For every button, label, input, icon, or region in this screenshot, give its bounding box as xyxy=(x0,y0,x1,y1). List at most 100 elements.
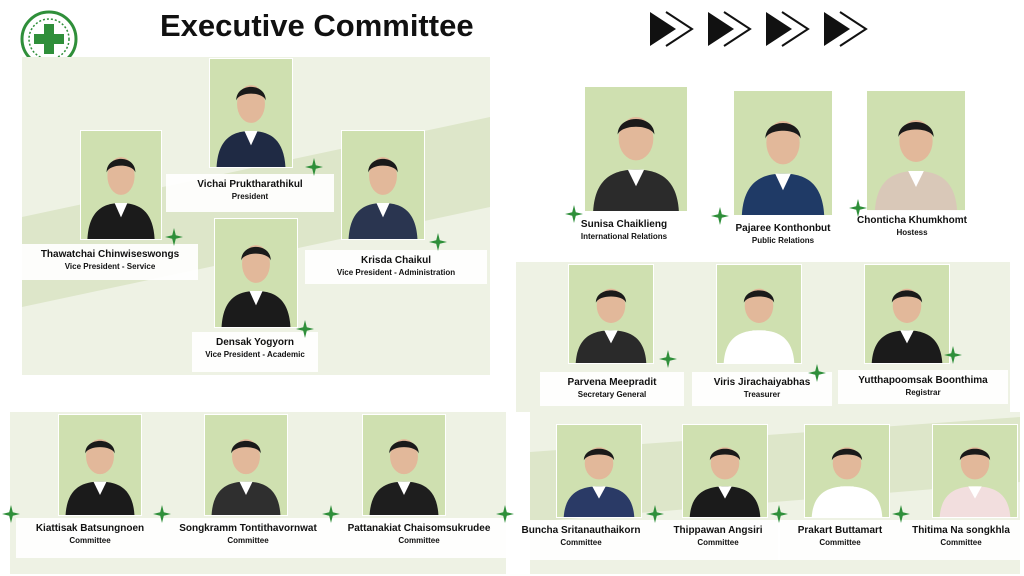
member-photo xyxy=(733,90,833,216)
member-photo xyxy=(932,424,1018,518)
member-photo xyxy=(341,130,425,240)
person-portrait-icon xyxy=(933,425,1017,517)
member-role: Committee xyxy=(940,538,982,547)
sparkle-star-icon xyxy=(659,350,677,368)
person-portrait-icon xyxy=(867,91,965,211)
member-role: International Relations xyxy=(580,232,668,241)
member-name: Krisda Chaikul xyxy=(360,255,432,266)
sparkle-star-icon xyxy=(322,505,340,523)
sparkle-star-icon xyxy=(711,207,729,225)
member-photo xyxy=(556,424,642,518)
member-name: Vichai Pruktharathikul xyxy=(197,179,303,190)
person-portrait-icon xyxy=(734,91,832,215)
member-name: Kiattisak Batsungnoen xyxy=(35,523,145,534)
person-portrait-icon xyxy=(205,415,287,515)
page-title: Executive Committee xyxy=(160,8,474,43)
member-name: Pajaree Konthonbut xyxy=(735,223,831,234)
member-name: Prakart Buttamart xyxy=(797,525,883,536)
member-photo xyxy=(584,86,688,212)
member-role: Committee xyxy=(560,538,602,547)
sparkle-star-icon xyxy=(944,346,962,364)
person-portrait-icon xyxy=(81,131,161,239)
sparkle-star-icon xyxy=(305,158,323,176)
person-portrait-icon xyxy=(585,87,687,211)
member-name: Thippawan Angsiri xyxy=(673,525,763,536)
panel-committee-band xyxy=(530,417,1020,522)
member-photo xyxy=(204,414,288,516)
member-photo xyxy=(362,414,446,516)
sparkle-star-icon xyxy=(849,199,867,217)
sparkle-star-icon xyxy=(808,364,826,382)
sparkle-star-icon xyxy=(165,228,183,246)
member-name: Thawatchai Chinwiseswongs xyxy=(40,249,180,260)
person-portrait-icon xyxy=(557,425,641,517)
sparkle-star-icon xyxy=(770,505,788,523)
chevron-arrows-decoration xyxy=(650,11,868,47)
member-photo xyxy=(214,218,298,328)
member-role: Public Relations xyxy=(751,236,815,245)
member-photo xyxy=(58,414,142,516)
member-role: Committee xyxy=(227,536,269,545)
member-photo xyxy=(716,264,802,364)
person-portrait-icon xyxy=(215,219,297,327)
member-role: Committee xyxy=(69,536,111,545)
person-portrait-icon xyxy=(59,415,141,515)
member-photo xyxy=(209,58,293,168)
member-photo xyxy=(682,424,768,518)
member-name: Viris Jirachaiyabhas xyxy=(713,377,811,388)
person-portrait-icon xyxy=(805,425,889,517)
member-role: Vice President - Service xyxy=(64,262,156,271)
member-photo xyxy=(80,130,162,240)
member-role: Committee xyxy=(697,538,739,547)
person-portrait-icon xyxy=(683,425,767,517)
member-name: Densak Yogyorn xyxy=(216,337,294,348)
chevron-arrow-icon xyxy=(766,11,810,47)
sparkle-star-icon xyxy=(496,505,514,523)
sparkle-star-icon xyxy=(429,233,447,251)
person-portrait-icon xyxy=(865,265,949,363)
sparkle-star-icon xyxy=(2,505,20,523)
member-role: Treasurer xyxy=(743,390,781,399)
person-portrait-icon xyxy=(717,265,801,363)
member-role: Vice President - Administration xyxy=(336,268,456,277)
sparkle-star-icon xyxy=(296,320,314,338)
sparkle-star-icon xyxy=(153,505,171,523)
member-role: Vice President - Academic xyxy=(205,350,305,359)
sparkle-star-icon xyxy=(646,505,664,523)
person-portrait-icon xyxy=(342,131,424,239)
chevron-arrow-icon xyxy=(650,11,694,47)
member-role: Hostess xyxy=(896,228,928,237)
sparkle-star-icon xyxy=(892,505,910,523)
person-portrait-icon xyxy=(363,415,445,515)
member-role: Registrar xyxy=(905,388,941,397)
person-portrait-icon xyxy=(569,265,653,363)
member-photo xyxy=(866,90,966,212)
member-photo xyxy=(568,264,654,364)
member-role: Secretary General xyxy=(577,390,647,399)
member-name: Chonticha Khumkhomt xyxy=(857,215,967,226)
member-role: President xyxy=(231,192,269,201)
member-name: Songkramm Tontithavornwat xyxy=(179,523,317,534)
medical-cross-logo-icon xyxy=(20,10,78,68)
chevron-arrow-icon xyxy=(708,11,752,47)
member-name: Yutthapoomsak Boonthima xyxy=(858,375,988,386)
member-photo xyxy=(804,424,890,518)
member-role: Committee xyxy=(398,536,440,545)
member-name: Parvena Meepradit xyxy=(567,377,657,388)
